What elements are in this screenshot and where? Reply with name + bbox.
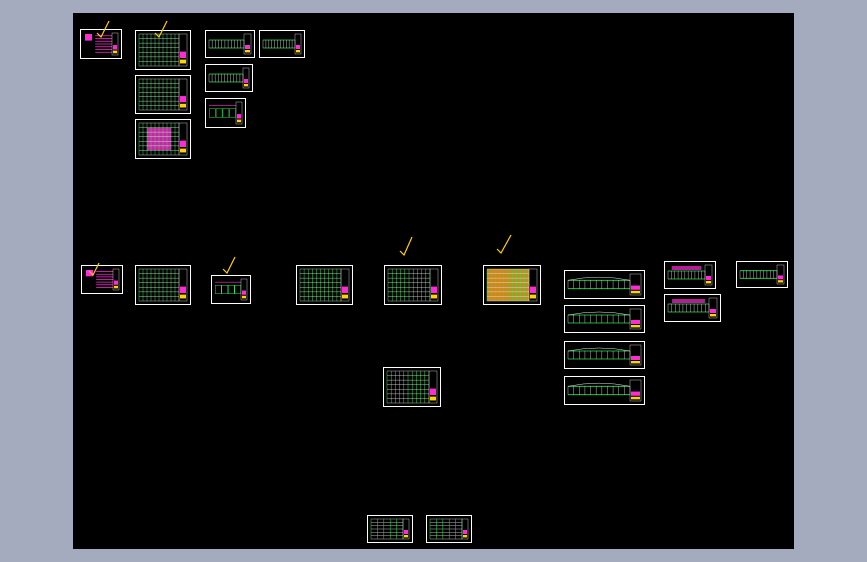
sheet-plan-grid-8[interactable]	[383, 367, 441, 407]
sheet-plan-grid-6[interactable]	[384, 265, 442, 305]
sheet-drawing	[262, 33, 302, 55]
sheet-drawing	[138, 33, 188, 67]
sheet-plan-grid-7[interactable]	[483, 265, 541, 305]
check-mark-icon	[88, 262, 100, 277]
check-mark-icon	[496, 234, 512, 254]
sheet-drawing	[567, 308, 642, 330]
sheet-drawing	[208, 67, 250, 89]
sheet-drawing	[208, 33, 252, 55]
sheet-table-2[interactable]	[426, 515, 472, 543]
sheet-drawing	[567, 379, 642, 402]
sheet-drawing	[370, 518, 410, 540]
sheet-drawing	[567, 273, 642, 296]
sheet-drawing	[138, 78, 188, 111]
sheet-drawing	[86, 268, 120, 291]
sheet-plan-grid-4[interactable]	[135, 265, 191, 305]
sheet-elevation-2[interactable]	[259, 30, 305, 58]
check-mark-icon	[96, 20, 110, 39]
sheet-drawing	[739, 264, 785, 285]
sheet-drawing	[667, 297, 718, 319]
check-mark-icon	[154, 20, 168, 39]
sheet-drawing	[138, 122, 188, 156]
sheet-elevation-5[interactable]	[664, 294, 721, 322]
drawing-canvas[interactable]	[73, 13, 794, 549]
sheet-legend-2[interactable]	[81, 265, 123, 294]
sheet-plan-grid-2[interactable]	[135, 75, 191, 114]
sheet-elevation-6[interactable]	[736, 261, 788, 288]
sheet-detail-1[interactable]	[205, 98, 246, 128]
sheet-drawing	[667, 264, 713, 286]
sheet-section-4[interactable]	[564, 376, 645, 405]
sheet-table-1[interactable]	[367, 515, 413, 543]
sheet-plan-grid-1[interactable]	[135, 30, 191, 70]
check-mark-icon	[399, 236, 413, 257]
sheet-drawing	[215, 278, 248, 301]
sheet-drawing	[567, 344, 642, 366]
sheet-drawing	[486, 268, 538, 302]
sheet-section-1[interactable]	[564, 270, 645, 299]
sheet-elevation-4[interactable]	[664, 261, 716, 289]
sheet-plan-grid-3[interactable]	[135, 119, 191, 159]
sheet-drawing	[429, 518, 469, 540]
sheet-section-2[interactable]	[564, 305, 645, 333]
sheet-elevation-3[interactable]	[205, 64, 253, 92]
sheet-drawing	[209, 101, 243, 125]
sheet-drawing	[138, 268, 188, 302]
sheet-elevation-1[interactable]	[205, 30, 255, 58]
sheet-legend-1[interactable]	[80, 29, 122, 59]
sheet-drawing	[299, 268, 350, 302]
sheet-plan-grid-5[interactable]	[296, 265, 353, 305]
sheet-drawing	[387, 268, 439, 302]
check-mark-icon	[222, 256, 236, 275]
sheet-detail-2[interactable]	[211, 275, 251, 304]
sheet-drawing	[386, 370, 438, 404]
sheet-section-3[interactable]	[564, 341, 645, 369]
sheet-drawing	[85, 32, 119, 56]
